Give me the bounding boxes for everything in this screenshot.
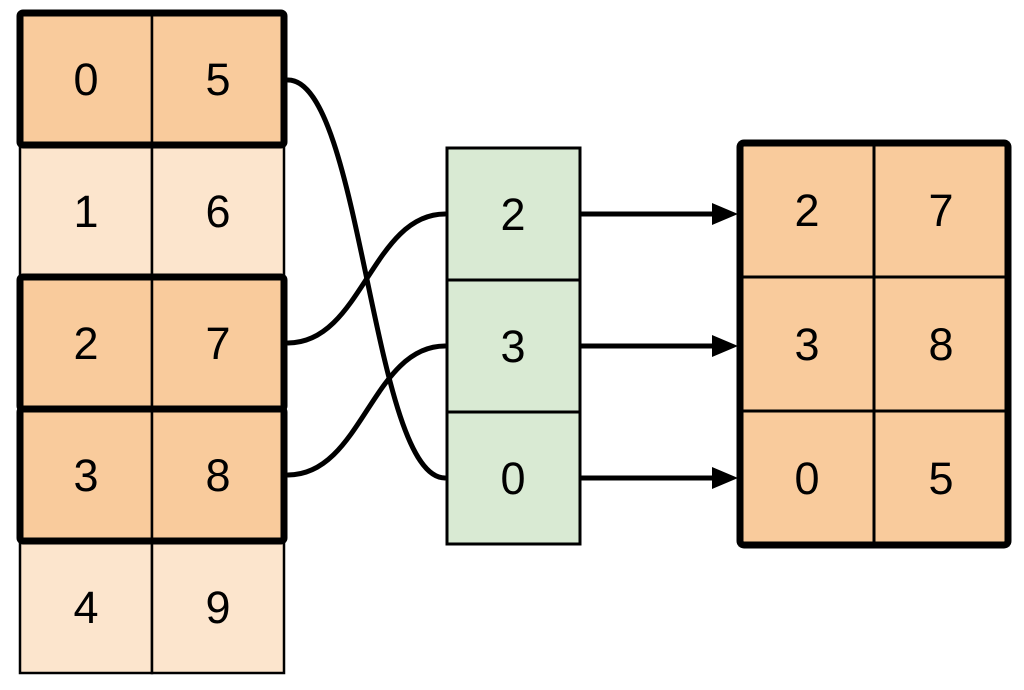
index-label-2: 0 [500, 453, 525, 504]
index-cell-0 [445, 146, 582, 282]
result-table-border [736, 139, 1012, 549]
connector-row2-to-index [285, 211, 448, 346]
source-cell-r2c1 [150, 275, 286, 411]
result-cell-r1c0 [738, 275, 876, 413]
arrowhead-index1-to-result1 [712, 335, 738, 357]
source-cell-r0c1 [150, 11, 286, 147]
result-label-r1c1: 8 [928, 319, 953, 370]
result-label-r0c0: 2 [794, 185, 819, 236]
index-label-0: 2 [500, 189, 525, 240]
result-label-r0c1: 7 [928, 185, 953, 236]
source-cell-r4c1 [150, 539, 286, 675]
source-row3-highlight-border [16, 405, 288, 545]
arrowhead-index0-to-result0 [712, 203, 738, 225]
source-label-r4c1: 9 [205, 582, 230, 633]
source-label-r0c1: 5 [205, 54, 230, 105]
result-cell-r2c1 [872, 409, 1010, 547]
source-label-r3c0: 3 [73, 450, 98, 501]
result-cell-r2c0 [738, 409, 876, 547]
result-label-r2c1: 5 [928, 453, 953, 504]
index-cell-2 [445, 410, 582, 546]
source-cell-r1c1 [150, 143, 286, 279]
arrowhead-index2-to-result2 [712, 467, 738, 489]
source-cell-r4c0 [18, 539, 154, 675]
source-label-r2c1: 7 [205, 318, 230, 369]
result-cell-r1c1 [872, 275, 1010, 413]
source-label-r1c1: 6 [205, 186, 230, 237]
source-cell-r0c0 [18, 11, 154, 147]
result-label-r2c0: 0 [794, 453, 819, 504]
source-cell-r3c1 [150, 407, 286, 543]
source-label-r2c0: 2 [73, 318, 98, 369]
source-label-r4c0: 4 [73, 582, 98, 633]
source-label-r3c1: 8 [205, 450, 230, 501]
index-label-1: 3 [500, 321, 525, 372]
result-label-r1c0: 3 [794, 319, 819, 370]
source-row0-highlight-border [16, 9, 288, 149]
source-label-r1c0: 1 [73, 186, 98, 237]
connector-row3-to-index [285, 343, 448, 478]
source-label-r0c0: 0 [73, 54, 98, 105]
